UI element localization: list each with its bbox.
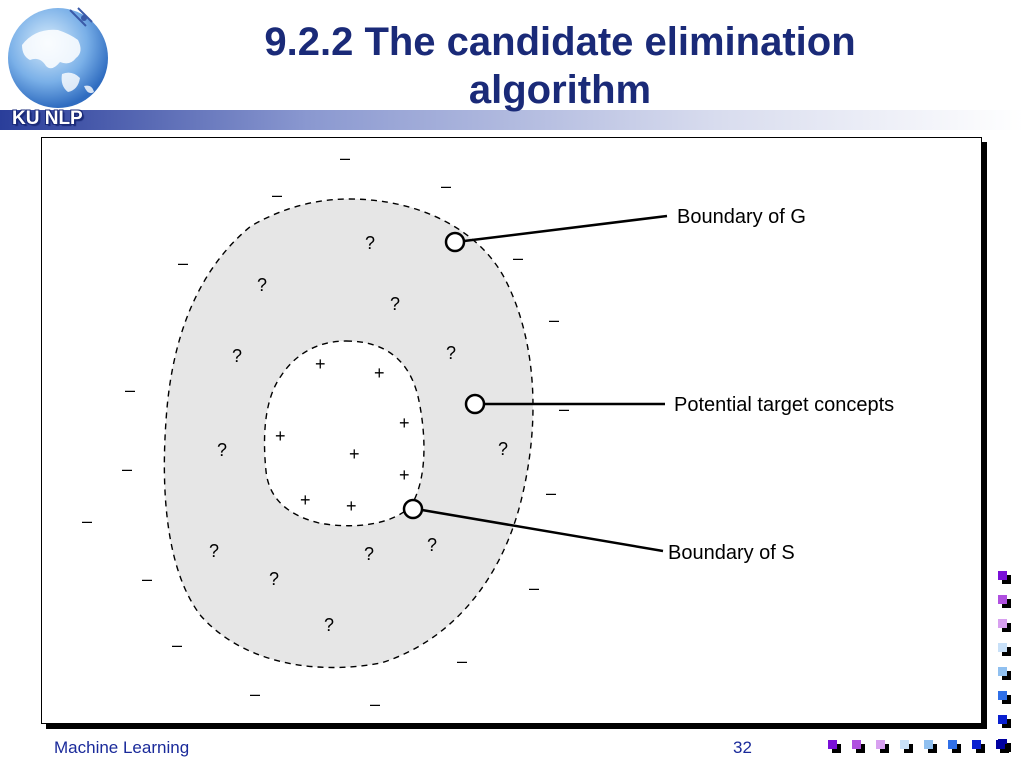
page-title: 9.2.2 The candidate elimination algorith… xyxy=(160,18,960,114)
minus-mark: – xyxy=(549,310,559,330)
decorative-square xyxy=(998,595,1007,604)
minus-mark: – xyxy=(142,569,152,589)
decorative-square xyxy=(876,740,885,749)
minus-mark: – xyxy=(546,483,556,503)
decorative-square xyxy=(996,740,1005,749)
plus-mark: + xyxy=(346,496,357,516)
decorative-square xyxy=(900,740,909,749)
decorative-square xyxy=(828,740,837,749)
minus-mark: – xyxy=(457,651,467,671)
s-boundary-region xyxy=(263,340,425,527)
question-mark: ? xyxy=(257,275,267,295)
potential-marker xyxy=(464,393,486,415)
minus-mark: – xyxy=(178,253,188,273)
footer-course-name: Machine Learning xyxy=(54,738,190,757)
plus-mark: + xyxy=(374,363,385,383)
decorative-square xyxy=(998,691,1007,700)
plus-mark: + xyxy=(399,413,410,433)
question-mark: ? xyxy=(232,346,242,366)
minus-mark: – xyxy=(441,176,451,196)
decorative-square xyxy=(972,740,981,749)
minus-mark: – xyxy=(125,380,135,400)
label-potential-target: Potential target concepts xyxy=(674,394,894,416)
decorative-square xyxy=(998,643,1007,652)
globe-icon xyxy=(8,7,108,108)
g-boundary-marker xyxy=(444,231,466,253)
minus-mark: – xyxy=(122,459,132,479)
decorative-square xyxy=(998,571,1007,580)
logo-text: KU NLP xyxy=(12,108,83,129)
question-mark: ? xyxy=(364,544,374,564)
label-boundary-s: Boundary of S xyxy=(668,542,795,564)
question-mark: ? xyxy=(390,294,400,314)
question-mark: ? xyxy=(365,233,375,253)
plus-mark: + xyxy=(300,490,311,510)
minus-mark: – xyxy=(559,399,569,419)
plus-mark: + xyxy=(349,444,360,464)
decorative-square xyxy=(998,715,1007,724)
minus-mark: – xyxy=(370,694,380,714)
header-bar xyxy=(0,110,1024,130)
question-mark: ? xyxy=(217,440,227,460)
minus-mark: – xyxy=(529,578,539,598)
decorative-square xyxy=(924,740,933,749)
ku-nlp-logo xyxy=(0,0,140,134)
question-mark: ? xyxy=(446,343,456,363)
question-mark: ? xyxy=(269,569,279,589)
decorative-square xyxy=(998,619,1007,628)
minus-mark: – xyxy=(272,185,282,205)
label-boundary-g: Boundary of G xyxy=(677,206,806,228)
version-space-diagram: Boundary of G Potential target concepts … xyxy=(82,148,894,714)
title-line-2: algorithm xyxy=(468,68,652,112)
s-boundary-marker xyxy=(402,498,424,520)
minus-mark: – xyxy=(250,684,260,704)
question-mark: ? xyxy=(498,439,508,459)
title-line-1: 9.2.2 The candidate elimination xyxy=(264,20,856,64)
plus-mark: + xyxy=(315,354,326,374)
decorative-square xyxy=(998,667,1007,676)
decorative-square xyxy=(852,740,861,749)
minus-mark: – xyxy=(513,248,523,268)
page-number: 32 xyxy=(733,738,752,757)
minus-mark: – xyxy=(172,635,182,655)
question-mark: ? xyxy=(427,535,437,555)
minus-mark: – xyxy=(340,148,350,168)
minus-mark: – xyxy=(82,511,92,531)
leader-line-g xyxy=(463,214,668,243)
question-mark: ? xyxy=(209,541,219,561)
plus-mark: + xyxy=(399,465,410,485)
leader-line-s xyxy=(421,508,664,553)
plus-mark: + xyxy=(275,426,286,446)
decorative-square xyxy=(948,740,957,749)
question-mark: ? xyxy=(324,615,334,635)
figure-frame: Boundary of G Potential target concepts … xyxy=(41,137,982,724)
